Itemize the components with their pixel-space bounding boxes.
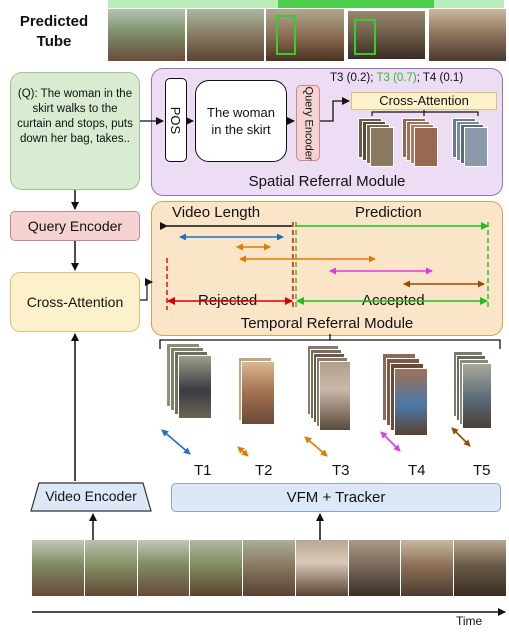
spatial-stack-2 [402,118,442,168]
tube-frame [428,9,507,61]
track-extent-arrow-t2 [237,446,249,457]
spatial-query-encoder-box: Query Encoder [296,85,320,161]
track-label-t4: T4 [408,462,426,479]
vfm-tracker-label: VFM + Tracker [286,489,386,506]
video-encoder-label: Video Encoder [45,488,137,504]
spatial-query-encoder-label: Query Encoder [302,86,315,160]
phrase-text: The woman in the skirt [207,105,275,137]
video-frame [137,540,190,596]
track-extent-arrow-t1 [161,429,191,455]
bounding-box [276,15,297,55]
track-label-t5: T5 [473,462,491,479]
pos-box: POS [165,78,187,162]
score-t3-low: T3 (0.2); [330,72,377,84]
tube-frame [266,9,344,61]
video-frame [295,540,348,596]
track-stack-t1 [166,343,216,423]
video-encoder-box: Video Encoder [27,482,155,512]
video-frame [243,540,295,596]
track-label-t2: T2 [255,462,273,479]
prediction-label: Prediction [355,204,422,221]
rejected-label: Rejected [198,292,258,309]
spatial-cross-attention-label: Cross-Attention [379,93,469,108]
tube-frame [345,9,427,61]
query-text: (Q): The woman in the skirt walks to the… [17,88,133,145]
video-encoder-shape [30,482,152,512]
video-frame [348,540,401,596]
score-t3-high: T3 (0.7) [376,72,417,84]
query-encoder-label: Query Encoder [27,218,123,234]
query-encoder-box: Query Encoder [10,211,140,241]
tube-frame [108,9,186,61]
track-stack-t5 [453,351,501,441]
temporal-module-title: Temporal Referral Module [240,315,414,332]
spatial-module-title: Spatial Referral Module [248,173,406,190]
cross-attention-label: Cross-Attention [26,294,124,310]
track-stack-t4 [382,353,432,443]
video-frame [84,540,137,596]
accepted-label: Accepted [362,292,425,309]
temporal-referral-module [151,201,503,336]
time-label: Time [456,614,483,628]
pos-label: POS [168,106,184,134]
spatial-stack-3 [452,118,492,168]
phrase-box: The woman in the skirt [195,80,287,162]
video-frame [454,540,507,596]
spatial-cross-attention-box: Cross-Attention [351,92,497,110]
vfm-tracker-box: VFM + Tracker [171,483,501,512]
track-label-t1: T1 [194,462,212,479]
prediction-highlight-bar-strong [278,0,434,8]
predicted-tube-label: Predicted Tube [8,12,100,52]
video-length-label: Video Length [172,204,261,221]
cross-attention-box: Cross-Attention [10,272,140,332]
track-stack-t3 [307,345,357,435]
track-stack-t2 [238,357,278,437]
track-label-t3: T3 [332,462,350,479]
tube-frame [187,9,265,61]
bounding-box [353,19,376,55]
predicted-tube-frames [108,9,507,61]
score-t4: ; T4 (0.1) [416,72,464,84]
spatial-stack-1 [358,118,398,168]
attention-scores: T3 (0.2); T3 (0.7); T4 (0.1) [330,72,463,84]
query-box: (Q): The woman in the skirt walks to the… [10,72,140,190]
video-frame [32,540,84,596]
track-extent-arrow-t3 [304,436,328,457]
video-frame [401,540,454,596]
video-frame [190,540,243,596]
predicted-tube-label-line2: Tube [36,33,72,50]
predicted-tube-label-line1: Predicted [19,13,89,30]
input-video-frames [32,540,507,596]
